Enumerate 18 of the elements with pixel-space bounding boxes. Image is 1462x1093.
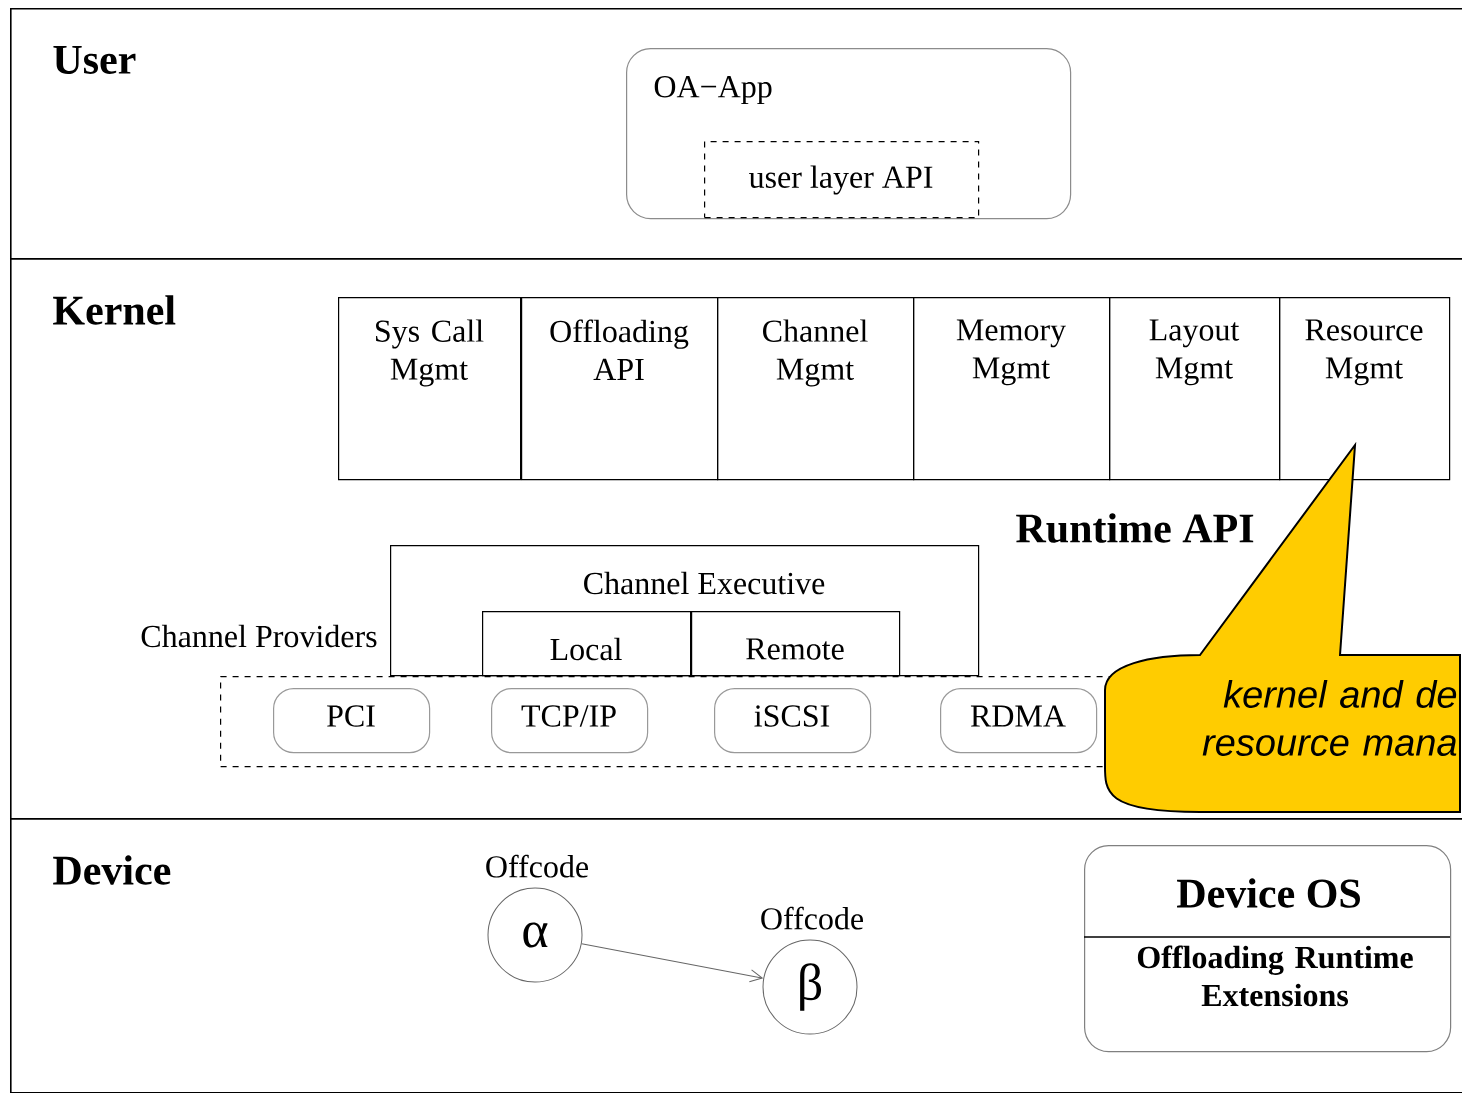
arrow	[581, 943, 763, 983]
provider-box: PCI	[273, 688, 431, 754]
provider-box: iSCSI	[714, 688, 872, 754]
provider-box: TCP/IP	[491, 688, 649, 754]
module-box: Memory Mgmt	[913, 297, 1111, 481]
module-box: Sys Call Mgmt	[338, 297, 522, 481]
node-label: Offcode	[486, 854, 589, 878]
module-box: Layout Mgmt	[1109, 297, 1281, 481]
device-os-box: Device OS Offloading Runtime Extensions	[1083, 845, 1452, 1053]
module-box: Channel Mgmt	[717, 297, 915, 481]
node-label: Offcode	[761, 906, 864, 930]
provider-box: RDMA	[940, 688, 1098, 754]
module-box: Offloading API	[521, 297, 719, 481]
api-box: user layer API	[704, 141, 980, 219]
channel-box: Local	[482, 611, 692, 677]
channel-box: Remote	[691, 611, 901, 677]
module-box: Resource Mgmt	[1279, 297, 1451, 481]
node-label: Channel Providers	[141, 624, 377, 648]
